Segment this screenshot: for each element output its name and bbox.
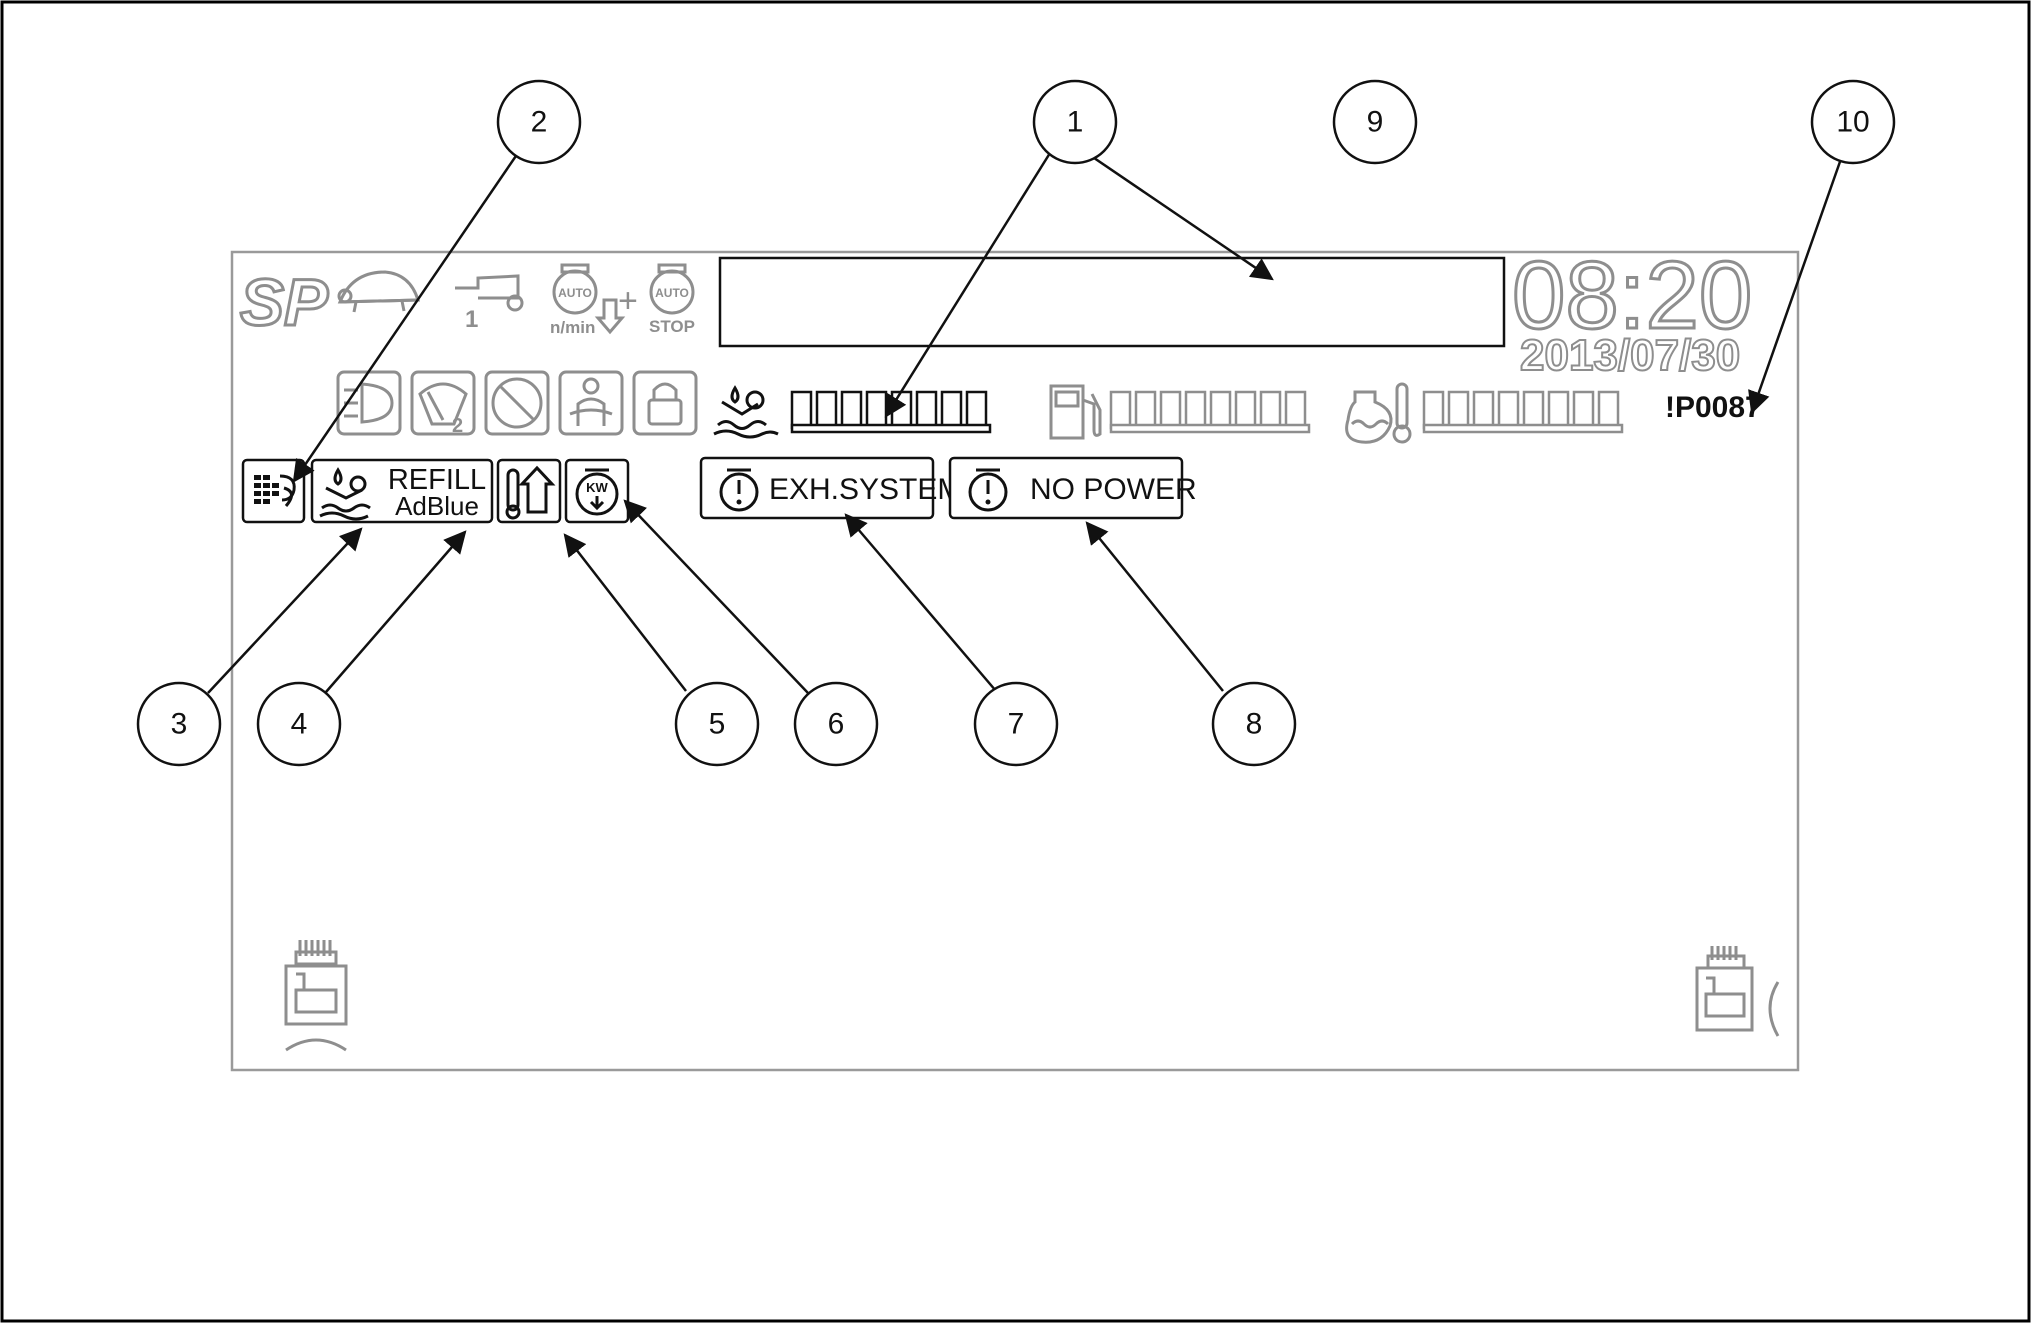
callout-1: 1	[1032, 79, 1118, 165]
date: 2013/07/30	[1520, 331, 1740, 380]
stop-label: STOP	[649, 317, 695, 336]
adblue-segment	[840, 390, 863, 430]
svg-text:3: 3	[171, 708, 188, 741]
coolant-segment	[1447, 390, 1470, 430]
fuel-segment	[1259, 390, 1282, 430]
exh-system-warning: EXH.SYSTEM	[699, 456, 962, 520]
front-attachment-icon	[284, 940, 348, 1052]
adblue-segment	[965, 390, 988, 430]
no-power-label: NO POWER	[1030, 473, 1197, 506]
auto-idle-icon: AUTO n/min +	[550, 263, 638, 337]
engine-power-warning-icon: KW	[564, 458, 630, 524]
auto-label-2: AUTO	[655, 286, 689, 300]
kw-label: KW	[586, 480, 608, 495]
refill-line1: REFILL	[388, 464, 486, 496]
wiper-number: 2	[452, 415, 463, 437]
callout-6: 6	[793, 681, 879, 767]
clock: 08:20	[1512, 242, 1752, 349]
svg-text:6: 6	[828, 708, 845, 741]
dpf-warning-icon	[241, 458, 306, 524]
fuel-segment	[1109, 390, 1132, 430]
auto-stop-icon: AUTO STOP	[649, 263, 695, 336]
callout-3: 3	[136, 681, 222, 767]
svg-text:2: 2	[531, 106, 548, 139]
wiper-icon: 2	[410, 370, 476, 437]
turtle-icon	[337, 270, 421, 313]
fuel-segment	[1159, 390, 1182, 430]
fuel-segment	[1184, 390, 1207, 430]
coolant-segment	[1522, 390, 1545, 430]
rear-attachment-icon	[1695, 946, 1780, 1037]
svg-text:5: 5	[709, 708, 726, 741]
fuel-segment	[1234, 390, 1257, 430]
callout-7: 7	[973, 681, 1059, 767]
svg-text:10: 10	[1836, 106, 1869, 139]
engine-alert-icon	[719, 468, 759, 512]
auto-label-1: AUTO	[558, 286, 592, 300]
adblue-gauge-base	[790, 423, 992, 434]
error-code: !P0087	[1665, 391, 1762, 424]
callout-10: 10	[1810, 79, 1896, 165]
fuel-segment	[1284, 390, 1307, 430]
callout-5: 5	[674, 681, 760, 767]
adblue-segment	[815, 390, 838, 430]
fuel-segment	[1209, 390, 1232, 430]
fuel-segment	[1134, 390, 1157, 430]
adblue-segment	[865, 390, 888, 430]
sp-indicator: SP	[240, 265, 329, 339]
coolant-segment	[1497, 390, 1520, 430]
refill-line2: AdBlue	[395, 491, 479, 521]
adblue-segment	[915, 390, 938, 430]
svg-text:8: 8	[1246, 708, 1263, 741]
callout-4: 4	[256, 681, 342, 767]
fuel-level-gauge	[1049, 384, 1311, 440]
gear-lever-icon: 1	[455, 274, 524, 333]
coolant-segment	[1547, 390, 1570, 430]
rpm-label: n/min	[550, 318, 595, 337]
svg-text:7: 7	[1008, 708, 1025, 741]
display-screen	[230, 250, 1800, 1072]
adblue-segment	[940, 390, 963, 430]
gear-number: 1	[465, 306, 478, 333]
svg-text:4: 4	[291, 708, 308, 741]
no-power-warning: NO POWER	[948, 456, 1197, 520]
temp-rise-warning-icon	[496, 458, 562, 524]
fuel-gauge-base	[1109, 423, 1311, 434]
engine-alert-icon	[968, 468, 1008, 512]
exh-system-label: EXH.SYSTEM	[769, 473, 962, 506]
coolant-gauge-base	[1422, 423, 1624, 434]
coolant-segment	[1422, 390, 1445, 430]
leader-lines	[207, 143, 1844, 694]
coolant-segment	[1472, 390, 1495, 430]
svg-text:9: 9	[1367, 106, 1384, 139]
seatbelt-icon	[558, 370, 624, 436]
adblue-segment	[790, 390, 813, 430]
plus-sign: +	[618, 282, 638, 320]
coolant-segment	[1572, 390, 1595, 430]
refill-adblue-warning: REFILL AdBlue	[310, 458, 494, 524]
adblue-segment	[890, 390, 913, 430]
callout-8: 8	[1211, 681, 1297, 767]
message-box	[718, 256, 1506, 348]
coolant-temp-gauge	[1345, 382, 1624, 444]
no-horn-icon	[484, 370, 550, 436]
callout-9: 9	[1332, 79, 1418, 165]
lock-icon	[632, 370, 698, 436]
svg-text:1: 1	[1067, 106, 1084, 139]
callout-2: 2	[496, 79, 582, 165]
coolant-segment	[1597, 390, 1620, 430]
